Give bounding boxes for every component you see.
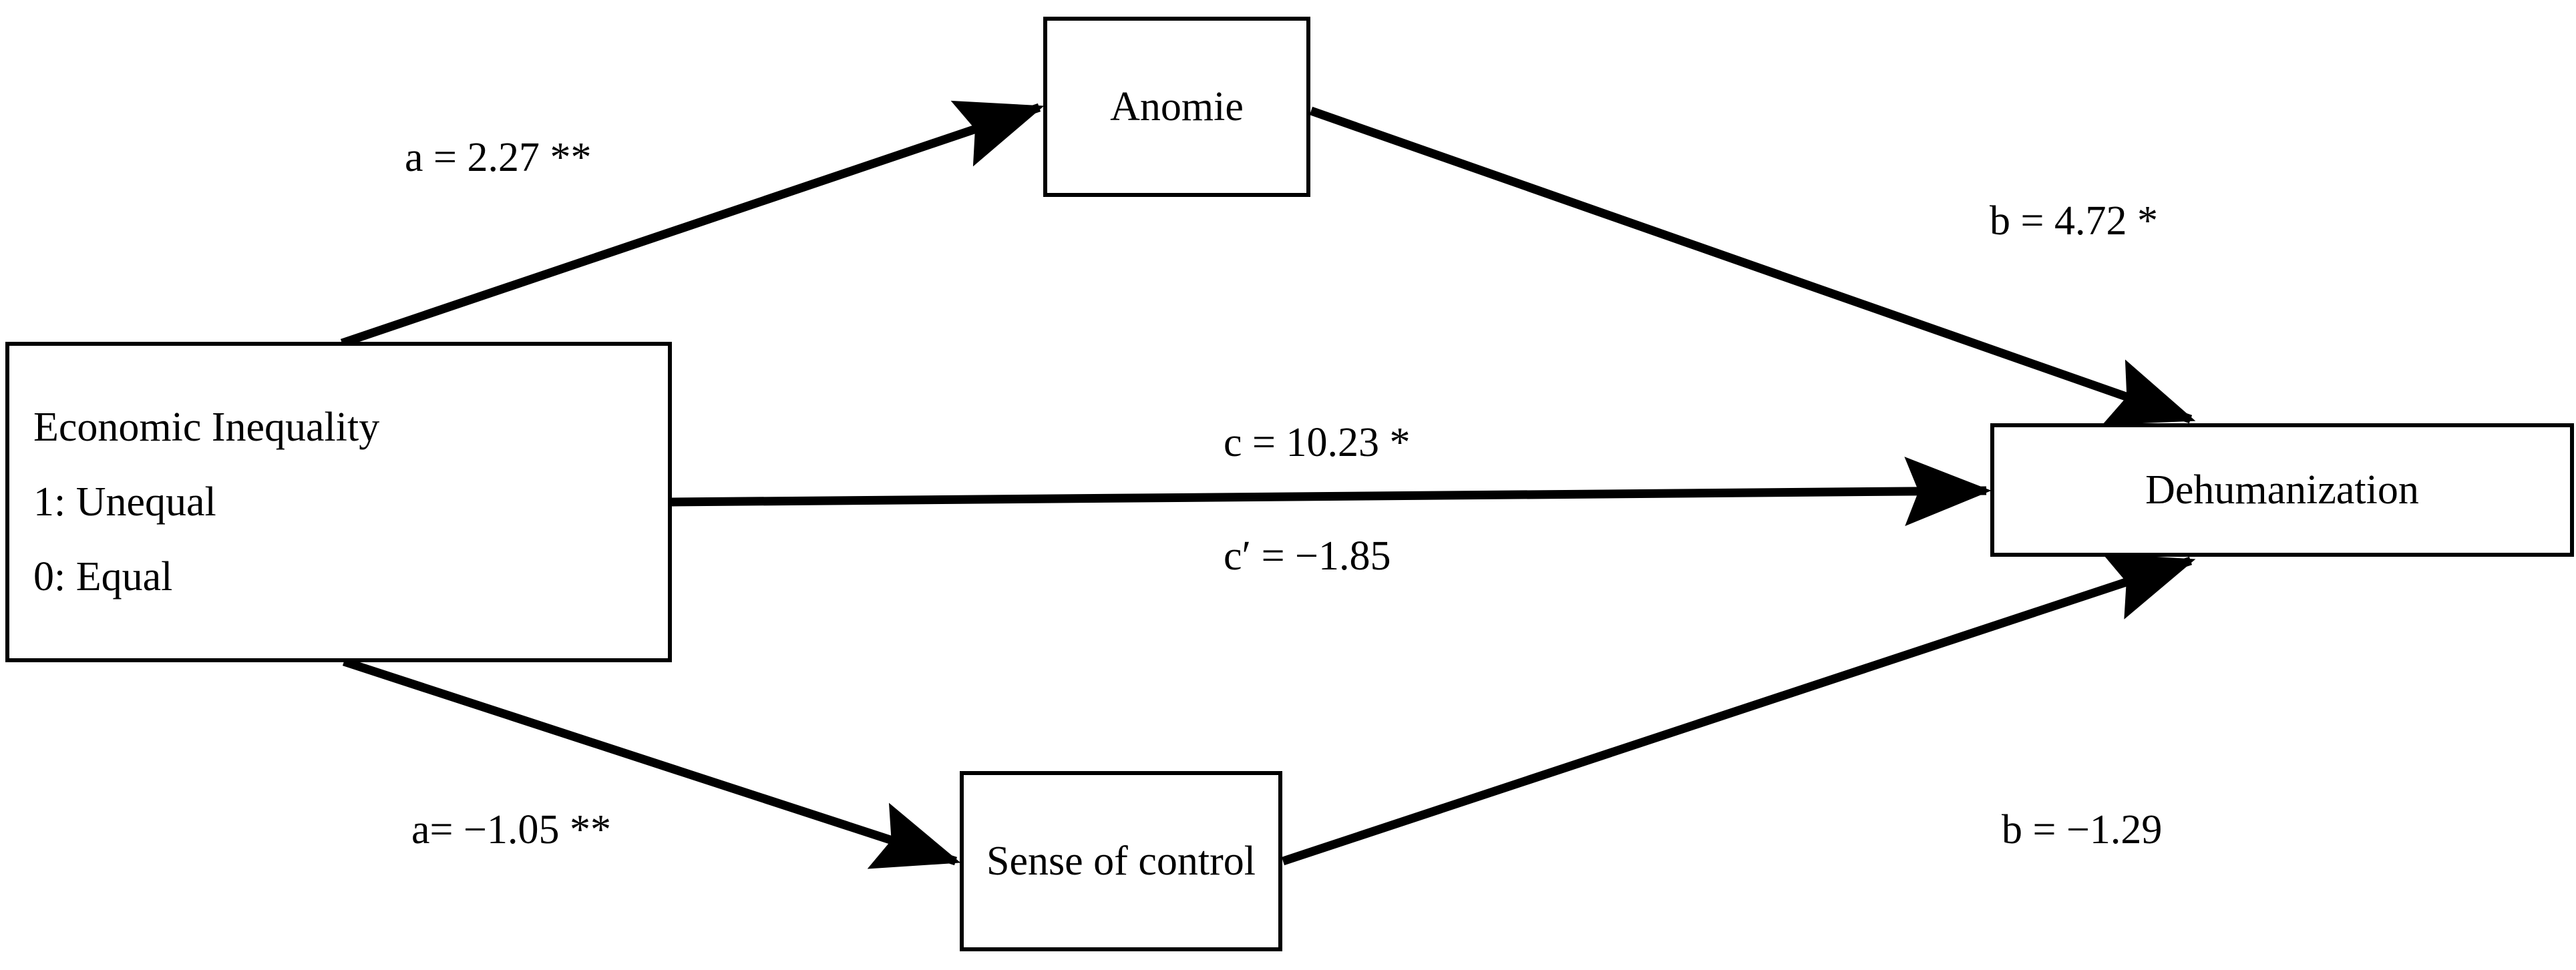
arrow-b-anomie <box>1309 106 2196 425</box>
arrow-c-total <box>671 457 1992 527</box>
node-economic-inequality-code-unequal: 1: Unequal <box>33 479 216 525</box>
arrow-a-anomie <box>340 100 1045 348</box>
node-sense-of-control[interactable]: Sense of control <box>960 771 1282 951</box>
node-anomie[interactable]: Anomie <box>1043 17 1310 197</box>
node-dehumanization[interactable]: Dehumanization <box>1990 423 2574 557</box>
node-sense-of-control-title: Sense of control <box>986 838 1256 884</box>
path-label-b-anomie: b = 4.72 * <box>1990 198 2158 244</box>
path-label-a-anomie: a = 2.27 ** <box>405 135 592 180</box>
path-label-b-control: b = −1.29 <box>2002 807 2163 853</box>
path-label-a-control: a= −1.05 ** <box>411 807 611 853</box>
node-economic-inequality[interactable]: Economic Inequality 1: Unequal 0: Equal <box>5 342 672 662</box>
path-label-c-total: c = 10.23 * <box>1224 420 1411 465</box>
arrow-b-control <box>1281 553 2196 866</box>
node-dehumanization-title: Dehumanization <box>2145 467 2419 513</box>
node-anomie-title: Anomie <box>1110 84 1244 130</box>
arrow-a-control <box>342 657 961 869</box>
node-economic-inequality-title: Economic Inequality <box>33 405 380 450</box>
node-economic-inequality-code-equal: 0: Equal <box>33 554 173 599</box>
path-label-c-direct: c′ = −1.85 <box>1224 533 1391 579</box>
